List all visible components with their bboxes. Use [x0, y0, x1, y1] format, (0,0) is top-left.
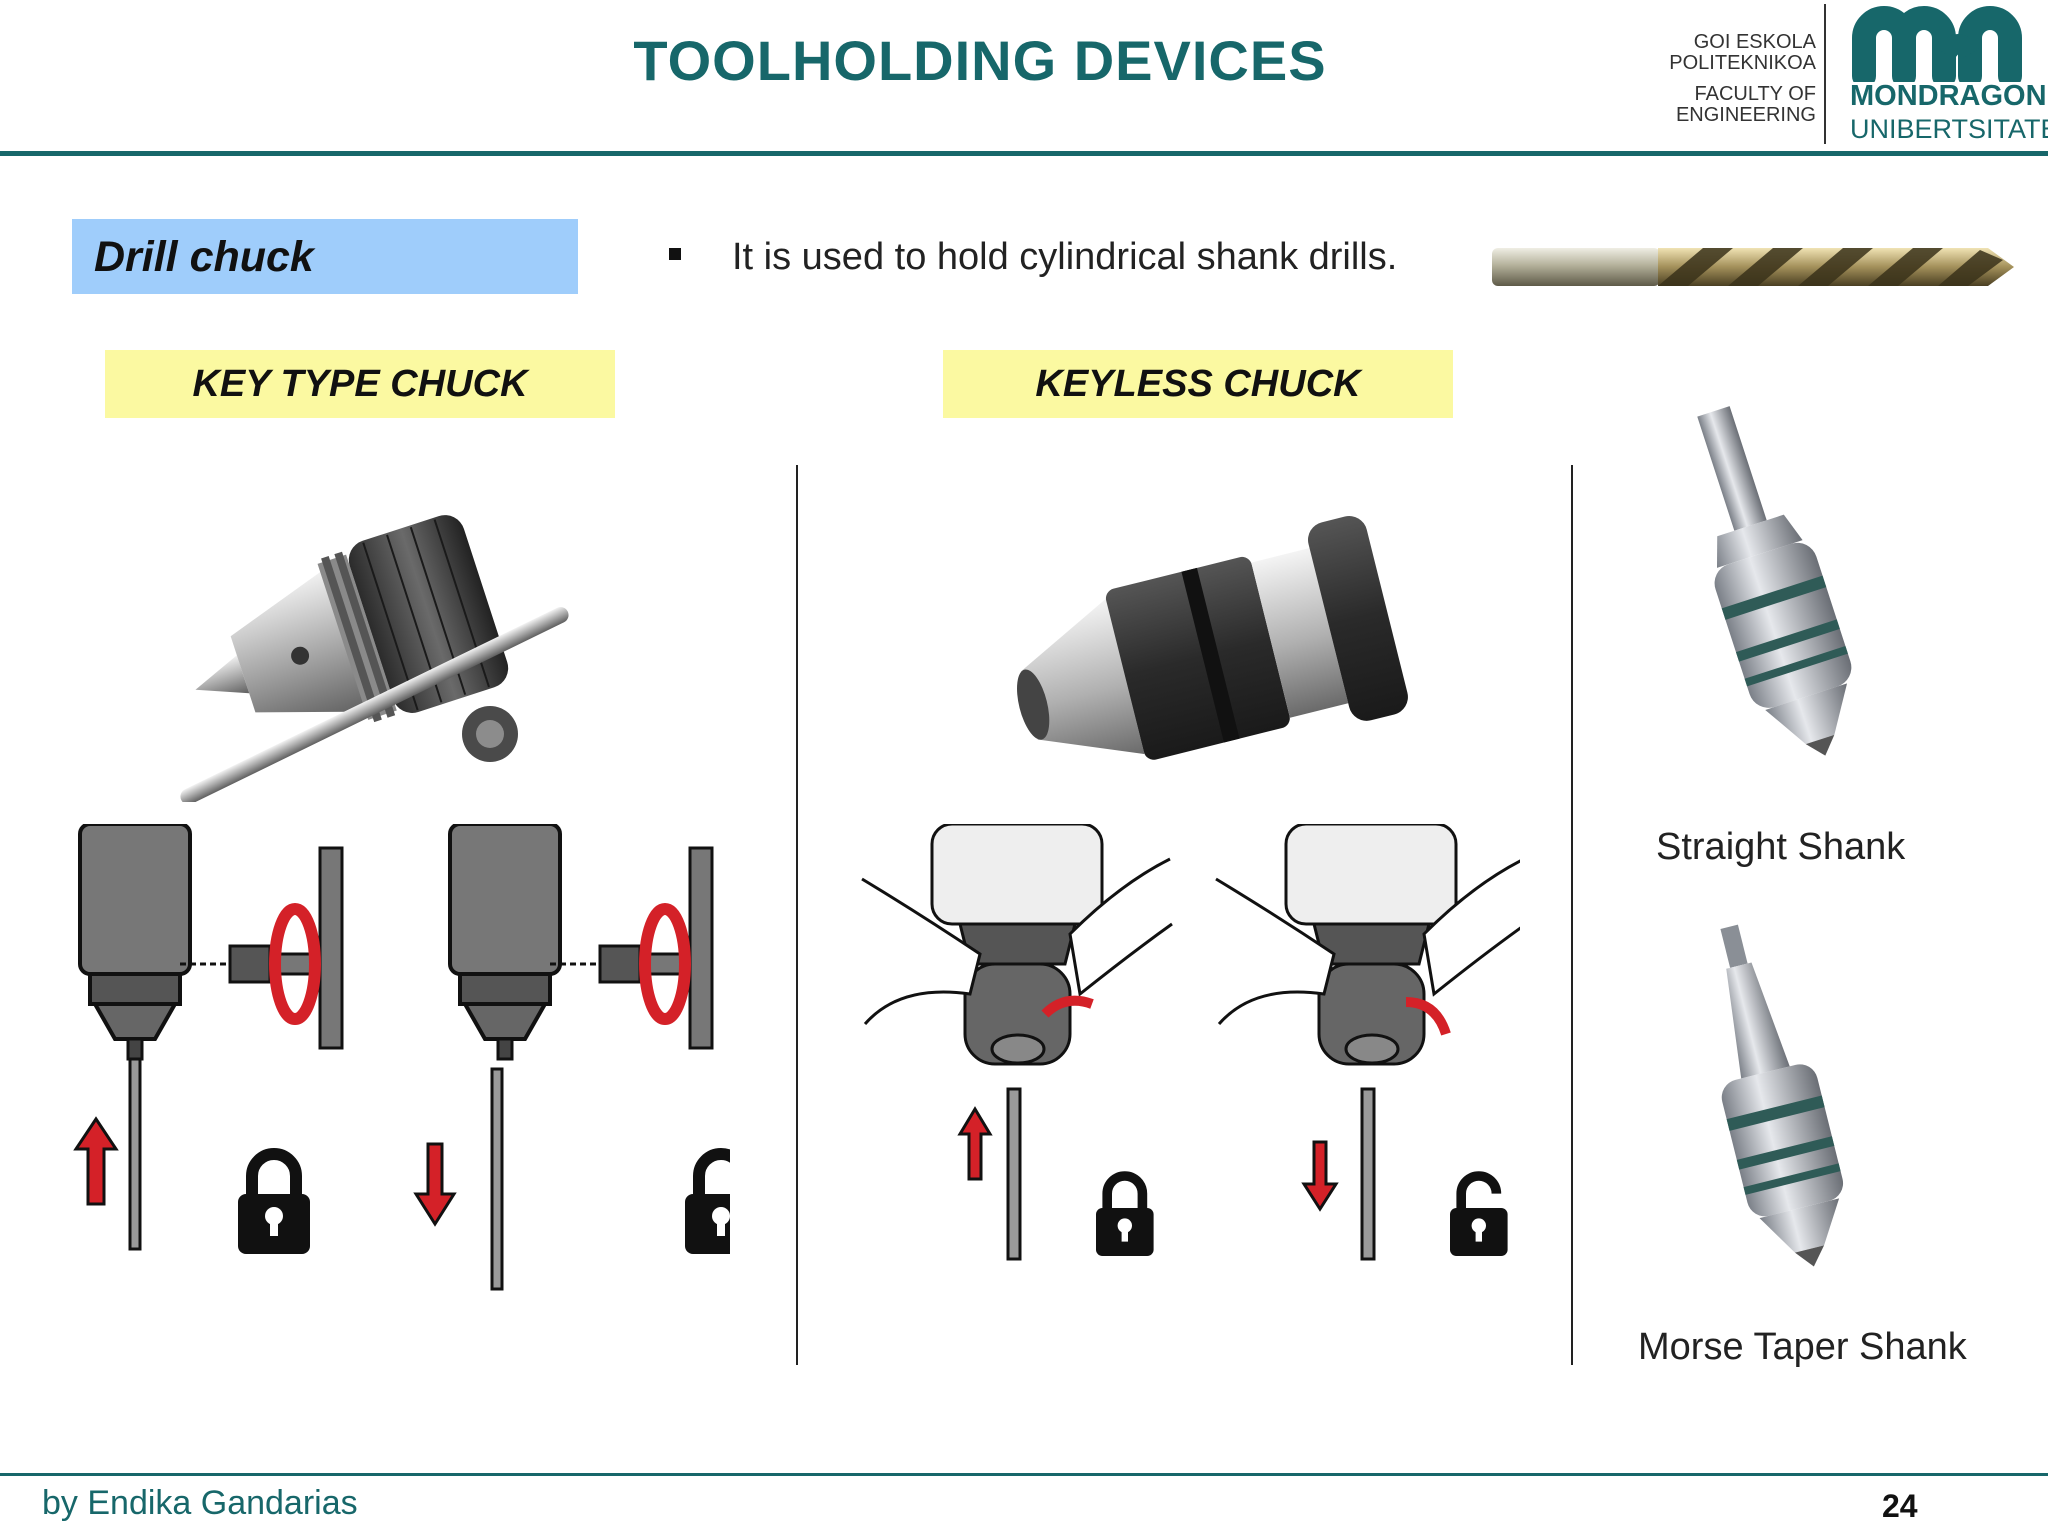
header-rule — [0, 151, 2048, 156]
page-title: TOOLHOLDING DEVICES — [633, 29, 1327, 92]
keyless-lock-sequence — [861, 824, 1173, 1261]
key-lock-sequence — [73, 824, 344, 1254]
key-type-usage-illustration — [73, 824, 730, 1291]
keyless-chuck-image — [1017, 516, 1408, 760]
section-heading: Drill chuck — [94, 233, 314, 281]
logo-brand-sub: UNIBERTSITATEA — [1850, 114, 2048, 144]
section-description: It is used to hold cylindrical shank dri… — [732, 236, 1398, 278]
page-number: 24 — [1882, 1488, 1918, 1524]
logo-line-2: POLITEKNIKOA — [1669, 52, 1816, 74]
mondragon-logo-icon — [1852, 6, 2022, 82]
morse-taper-caption: Morse Taper Shank — [1638, 1326, 1967, 1368]
keyless-label-box: KEYLESS CHUCK — [943, 350, 1453, 418]
divider-left — [796, 465, 798, 1365]
keyless-usage-illustration — [861, 824, 1520, 1261]
keyless-label: KEYLESS CHUCK — [1035, 363, 1361, 405]
logo-divider — [1824, 4, 1826, 144]
logo-line-4: ENGINEERING — [1675, 104, 1816, 126]
keyless-unlock-sequence — [1215, 824, 1520, 1261]
drill-bit-image — [1492, 248, 2014, 286]
logo-text-english: FACULTY OF ENGINEERING — [1640, 84, 1816, 126]
footer-author: by Endika Gandarias — [42, 1484, 358, 1522]
morse-taper-chuck-image — [1720, 924, 1844, 1267]
section-heading-box: Drill chuck — [72, 219, 578, 294]
key-type-label: KEY TYPE CHUCK — [192, 363, 528, 405]
key-unlock-sequence — [413, 824, 730, 1291]
straight-shank-caption: Straight Shank — [1656, 826, 1906, 868]
logo-line-3: FACULTY OF — [1694, 83, 1816, 105]
logo-line-1: GOI ESKOLA — [1693, 31, 1816, 53]
bullet-icon — [669, 248, 681, 260]
key-type-chuck-image — [180, 515, 569, 802]
divider-right — [1571, 465, 1573, 1365]
footer-rule — [0, 1473, 2048, 1476]
logo-brand: MONDRAGON — [1850, 80, 2047, 112]
key-type-label-box: KEY TYPE CHUCK — [105, 350, 615, 418]
logo-text-basque: GOI ESKOLA POLITEKNIKOA — [1640, 32, 1816, 74]
straight-shank-chuck-image — [1697, 406, 1852, 756]
